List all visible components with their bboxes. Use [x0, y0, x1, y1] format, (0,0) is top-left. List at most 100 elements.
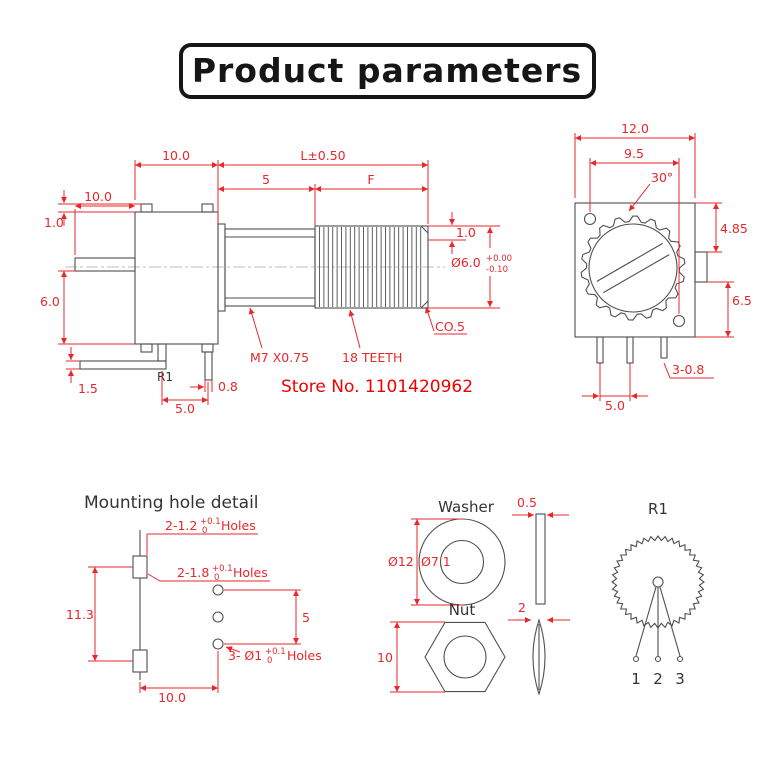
pin-hole-1	[212, 584, 224, 596]
page-title: Product parameters	[192, 51, 582, 90]
nut-drawing: Nut 10 2	[377, 600, 570, 696]
pin-1-label: 1	[631, 670, 641, 688]
mount-hole-bottom	[672, 314, 686, 328]
washer-inner-circle	[439, 539, 485, 585]
bracket-riser	[157, 343, 167, 362]
terminal-pin	[204, 351, 213, 381]
title-border	[179, 43, 596, 99]
mount-hole-top	[583, 212, 597, 226]
dim-bushing-length: 5	[262, 172, 270, 187]
slot-b-tol-up: +0.1	[212, 564, 233, 574]
bottom-lug-left	[140, 343, 153, 353]
dim-hole-span: 9.5	[624, 146, 644, 161]
dim-hole-pitch: 5	[302, 610, 310, 625]
side-view-dimensions: 10.0 L±0.50 5 F 10.0 1.0 6.0 1.0 Ø6	[40, 148, 512, 416]
dim-lug-height: 1.0	[44, 215, 64, 230]
dim-bracket-thickness: 1.5	[78, 381, 98, 396]
washer-label: Washer	[438, 498, 495, 516]
slot-hole-bottom	[132, 649, 148, 673]
dim-body-height: 6.0	[40, 294, 60, 309]
mounting-dimensions: 2-1.2 +0.1 0 Holes 2-1.8 +0.1 0 Holes 11…	[66, 517, 322, 705]
round-hole-prefix: 3- Ø1	[228, 648, 262, 663]
resistor-label: R1	[648, 500, 668, 518]
slot-a-suffix: Holes	[221, 518, 256, 533]
nut-label: Nut	[449, 601, 476, 619]
rotor-slot-edge-2	[596, 242, 663, 282]
dim-nut-thickness: 2	[518, 600, 526, 615]
dim-body-width: 10.0	[162, 148, 190, 163]
rotor-circle	[588, 223, 678, 313]
lead-1	[635, 586, 657, 657]
terminal-1	[632, 655, 640, 663]
flange	[217, 223, 226, 312]
pot-body	[134, 211, 219, 345]
dim-mount-height: 11.3	[66, 607, 94, 622]
front-view-outline	[574, 202, 708, 364]
dim-front-width: 12.0	[621, 121, 649, 136]
dim-edge-offset: 10.0	[158, 690, 186, 705]
slot-b-suffix: Holes	[233, 565, 268, 580]
mounting-bracket	[79, 360, 167, 370]
slot-a-tol-dn: 0	[202, 526, 207, 536]
front-pin-1	[596, 336, 604, 364]
pin-spec: 3-0.8	[672, 362, 704, 377]
top-lug-right	[201, 203, 214, 213]
slot-b-prefix: 2-1.8	[177, 565, 209, 580]
side-view-outline	[74, 203, 429, 381]
nut-side-view	[532, 618, 546, 696]
thread-spec: M7 X0.75	[250, 350, 309, 365]
washer-outer-diameter: Ø12	[388, 554, 414, 569]
slot-b-tol-dn: 0	[214, 573, 219, 583]
threaded-bushing	[224, 228, 316, 307]
shaft-tol-lower: -0.10	[486, 265, 508, 275]
slot-angle: 30°	[651, 170, 673, 185]
terminal-2	[654, 655, 662, 663]
store-number: Store No. 1101420962	[281, 377, 473, 397]
title-box: Product parameters	[179, 43, 596, 99]
mounting-outline	[132, 530, 224, 680]
front-pin-2	[626, 336, 634, 364]
pin-hole-3	[212, 638, 224, 650]
dim-washer-thickness: 0.5	[517, 495, 537, 510]
slot-hole-top	[132, 555, 148, 579]
dim-nut-width: 10	[377, 650, 393, 665]
side-view: 10.0 L±0.50 5 F 10.0 1.0 6.0 1.0 Ø6	[40, 148, 512, 416]
shaft-diameter: Ø6.0	[451, 255, 481, 270]
shaft-tol-upper: +0.00	[486, 254, 512, 264]
dim-pin-width: 0.8	[218, 379, 238, 394]
top-lug-left	[140, 203, 153, 213]
terminal-3	[676, 655, 684, 663]
wiper-center	[652, 576, 664, 588]
mounting-heading: Mounting hole detail	[84, 493, 259, 513]
rear-shaft	[74, 257, 136, 272]
nut-bore-circle	[443, 635, 487, 679]
teeth-note: 18 TEETH	[342, 350, 402, 365]
knurl-teeth-lines	[319, 227, 422, 307]
round-hole-tol-dn: 0	[267, 656, 272, 666]
dim-side-height: 6.5	[732, 293, 752, 308]
dim-knurl-band: 1.0	[456, 225, 476, 240]
dim-rear-shaft-length: 10.0	[84, 189, 112, 204]
chamfer-note: CO.5	[435, 319, 465, 334]
slot-a-tol-up: +0.1	[200, 517, 221, 527]
front-pin-3	[660, 336, 668, 359]
dim-knurl-length: F	[367, 172, 374, 187]
round-hole-suffix: Holes	[287, 648, 322, 663]
front-view-dimensions: 12.0 9.5 30° 4.85 6.5 3-0.8 5.0	[574, 121, 752, 413]
washer-inner-diameter: Ø7.1	[421, 554, 451, 569]
rotor-slot-edge-1	[603, 254, 670, 294]
lead-3	[659, 586, 681, 657]
rotor-gear-teeth	[580, 215, 686, 321]
bottom-lug-right	[201, 343, 214, 353]
front-view: 12.0 9.5 30° 4.85 6.5 3-0.8 5.0	[574, 121, 752, 413]
dim-front-pin-pitch: 5.0	[605, 398, 625, 413]
knurled-shaft	[314, 225, 429, 309]
pin-3-label: 3	[675, 670, 685, 688]
dim-pin-pitch: 5.0	[175, 401, 195, 416]
slot-a-prefix: 2-1.2	[165, 518, 197, 533]
resistor-symbol: R1 1 2 3	[611, 500, 705, 688]
pin-hole-2	[212, 611, 224, 623]
dim-ear-height: 4.85	[720, 221, 748, 236]
